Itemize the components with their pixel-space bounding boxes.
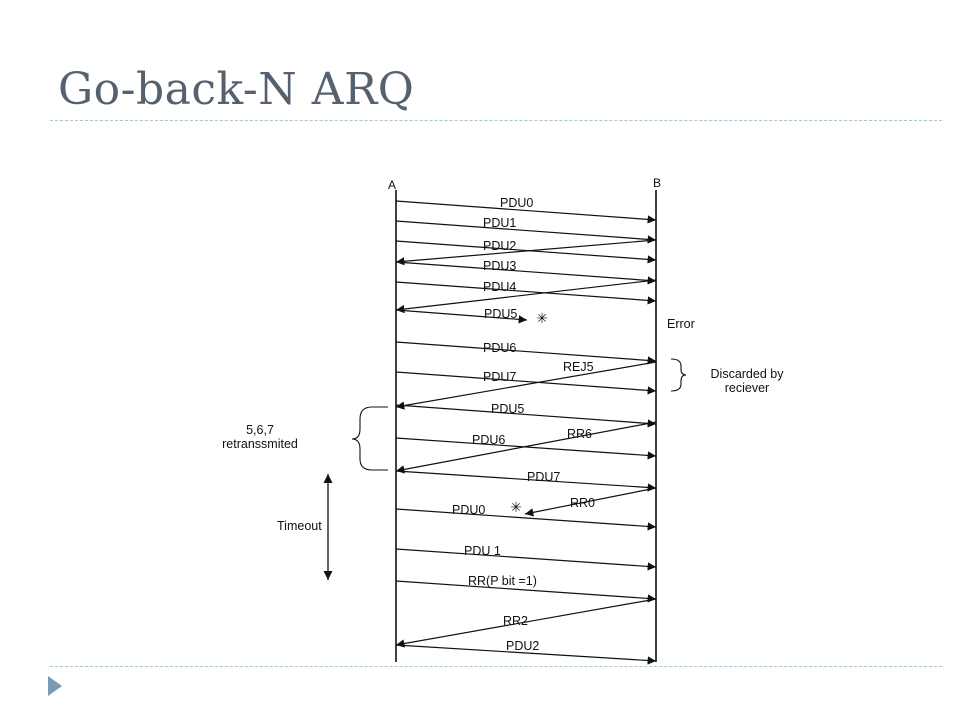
slide-title: Go-back-N ARQ (58, 64, 415, 115)
message-label: PDU1 (483, 216, 516, 230)
arrow-pdu1-second (395, 548, 657, 571)
arrow-pdu7 (395, 371, 657, 395)
retransmit-label: retranssmited (222, 437, 298, 451)
retransmit-label: 5,6,7 (246, 423, 274, 437)
message-label: PDU7 (483, 370, 516, 384)
endpoint-a-label: A (388, 178, 396, 192)
discarded-brace (670, 358, 687, 392)
retransmit-brace (351, 406, 388, 471)
message-label: PDU6 (472, 433, 505, 447)
message-label: PDU6 (483, 341, 516, 355)
arrow-pdu6 (395, 341, 657, 365)
message-label: PDU5 (484, 307, 517, 321)
message-label: PDU0 (500, 196, 533, 210)
discarded-label: Discarded by (711, 367, 785, 381)
arrow-ack-2 (395, 279, 657, 314)
message-label: RR6 (567, 427, 592, 441)
message-label: PDU4 (483, 280, 516, 294)
arrow-pdu5-lost (395, 309, 528, 324)
arrow-pdu2-second (395, 644, 657, 665)
message-label: RR0 (570, 496, 595, 510)
error-label: Error (667, 317, 695, 331)
timeout-label: Timeout (277, 519, 322, 533)
message-label: PDU2 (506, 639, 539, 653)
title-divider (50, 120, 942, 121)
discarded-label: reciever (725, 381, 769, 395)
arrow-pdu5-retx (395, 404, 657, 428)
arrow-ack-1 (395, 239, 657, 266)
arrow-rej5 (395, 361, 657, 410)
arrow-rr2 (395, 598, 657, 648)
message-label: RR2 (503, 614, 528, 628)
endpoint-b-label: B (653, 176, 661, 190)
arrow-pdu3 (395, 261, 657, 285)
message-label: PDU7 (527, 470, 560, 484)
message-label: RR(P bit =1) (468, 574, 537, 588)
message-label: REJ5 (563, 360, 594, 374)
arrow-pdu0-second (395, 508, 657, 531)
message-label: PDU0 (452, 503, 485, 517)
arrow-pdu0 (395, 200, 657, 224)
arrow-rr0-lost (524, 487, 657, 517)
loss-star-icon: ✳ (536, 310, 548, 326)
message-label: PDU5 (491, 402, 524, 416)
message-label: PDU 1 (464, 544, 501, 558)
arrow-pdu4 (395, 281, 657, 305)
play-arrow-icon (48, 676, 62, 696)
loss-star-icon: ✳ (510, 499, 522, 515)
arrow-rr6 (395, 421, 657, 474)
message-label: PDU2 (483, 239, 516, 253)
arrow-rr-poll (395, 580, 657, 603)
arrow-pdu1 (395, 220, 657, 244)
footer-divider (50, 666, 942, 667)
message-label: PDU3 (483, 259, 516, 273)
arrow-pdu7-retx (395, 470, 657, 492)
